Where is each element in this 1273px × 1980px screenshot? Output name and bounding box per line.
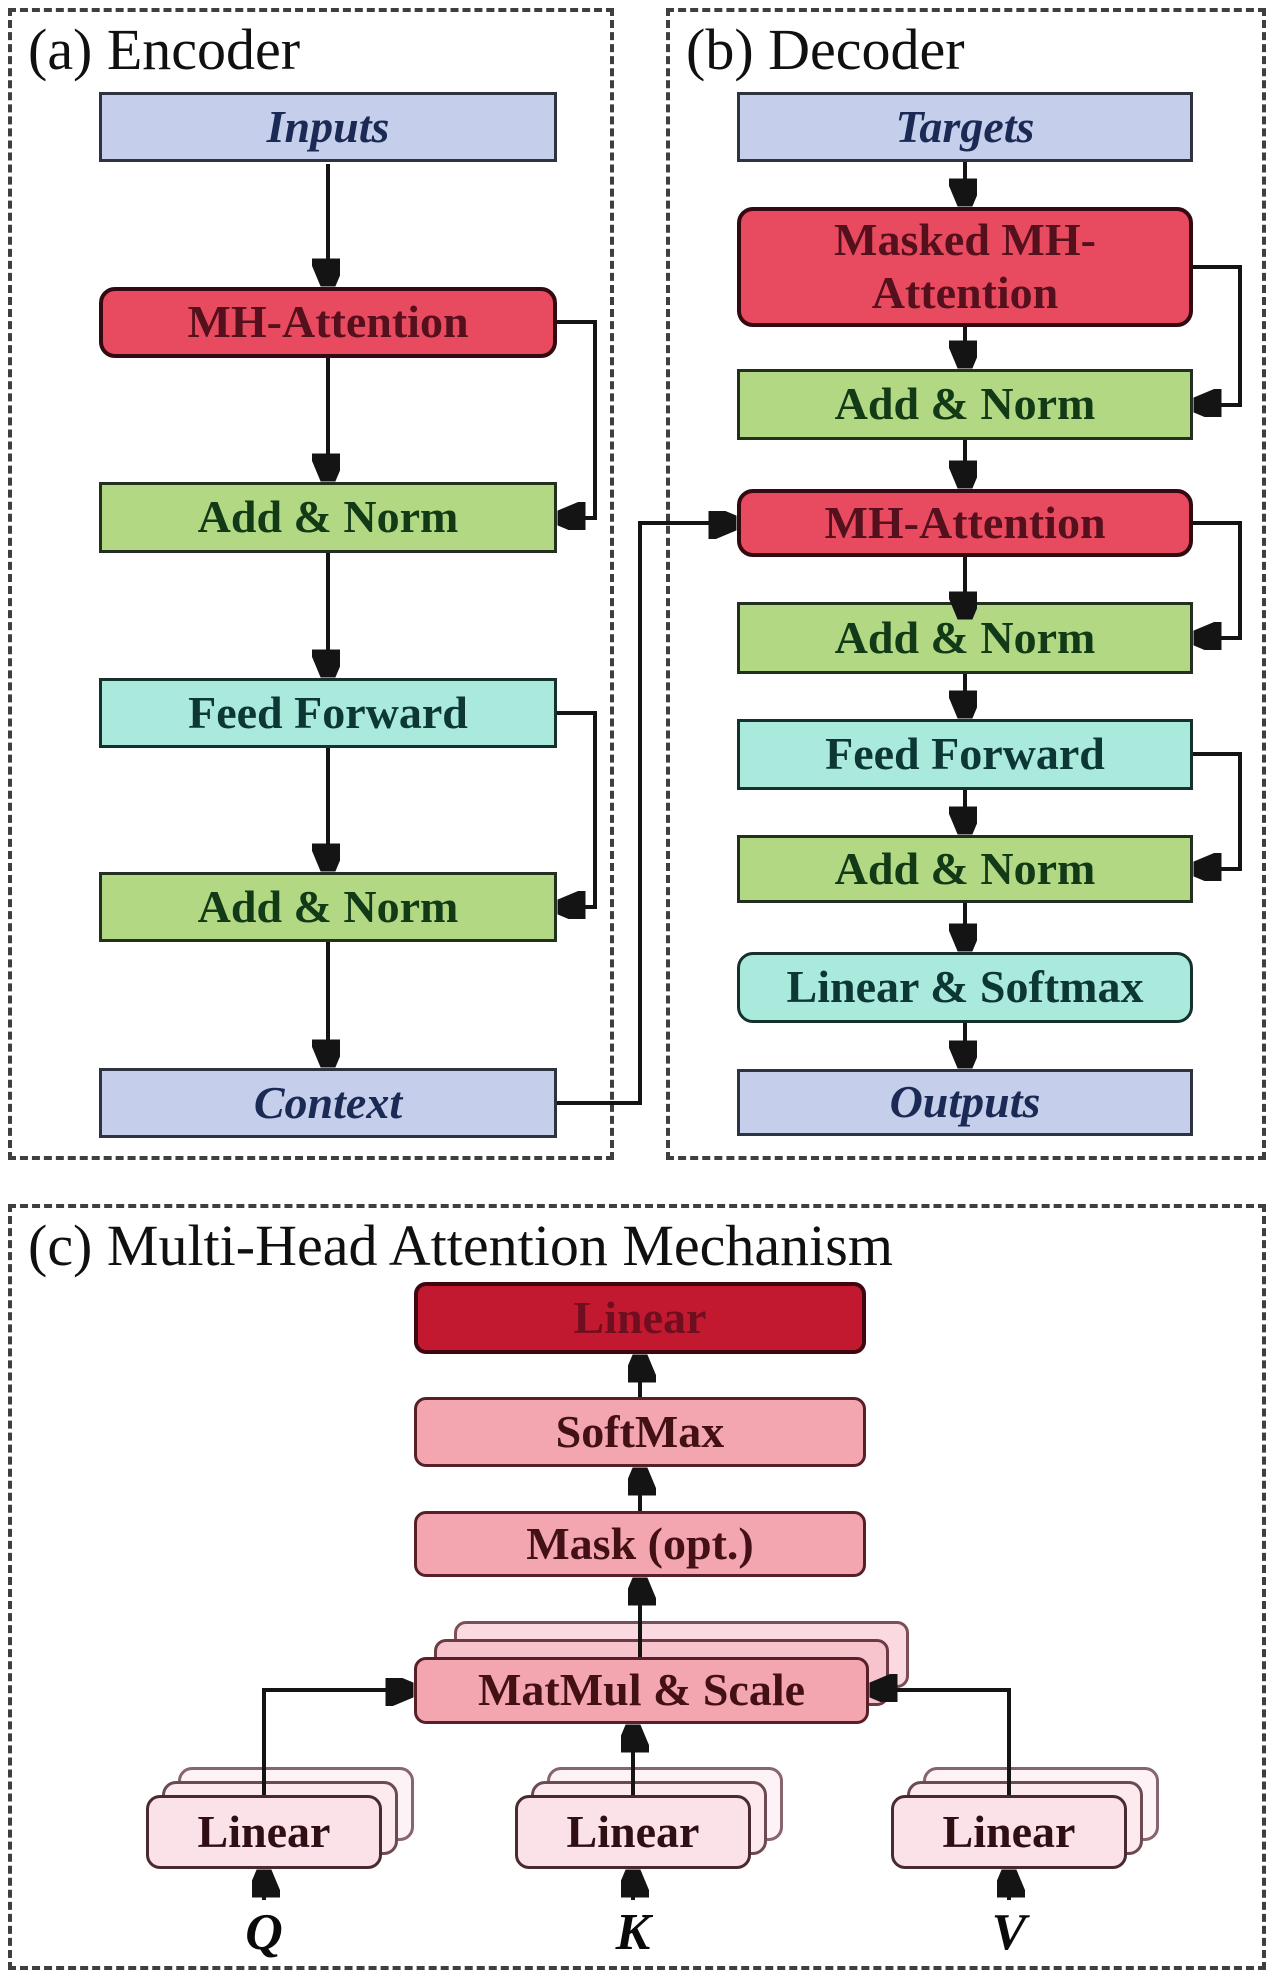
encoder-panel-border xyxy=(8,8,614,1160)
encoder-add-norm-2-box: Add & Norm xyxy=(99,872,557,942)
decoder-add-norm-2-box: Add & Norm xyxy=(737,602,1193,674)
decoder-masked-mh-attention-box: Masked MH-Attention xyxy=(737,207,1193,327)
mha-v-linear-label: Linear xyxy=(942,1805,1076,1857)
decoder-mh-attention-label: MH-Attention xyxy=(824,496,1106,548)
encoder-add-norm-1-label: Add & Norm xyxy=(197,491,459,543)
mha-panel-title: (c) Multi-Head Attention Mechanism xyxy=(28,1213,893,1278)
encoder-feed-forward-box: Feed Forward xyxy=(99,678,557,748)
mha-mask-box: Mask (opt.) xyxy=(414,1511,866,1577)
decoder-outputs-label: Outputs xyxy=(889,1076,1041,1128)
mha-softmax-box: SoftMax xyxy=(414,1397,866,1467)
encoder-add-norm-1-box: Add & Norm xyxy=(99,482,557,553)
mha-matmul-scale-box: MatMul & Scale xyxy=(414,1657,869,1724)
decoder-mh-attention-box: MH-Attention xyxy=(737,489,1193,557)
decoder-add-norm-3-label: Add & Norm xyxy=(834,842,1096,894)
mha-v-input-label: V xyxy=(991,1904,1027,1961)
mha-v-linear-box: Linear xyxy=(891,1795,1127,1869)
decoder-masked-mh-attention-label: Masked MH-Attention xyxy=(834,214,1096,318)
decoder-outputs-box: Outputs xyxy=(737,1069,1193,1136)
encoder-inputs-label: Inputs xyxy=(266,100,390,152)
mha-panel-border xyxy=(8,1204,1266,1970)
decoder-linear-softmax-label: Linear & Softmax xyxy=(786,961,1144,1013)
decoder-feed-forward-box: Feed Forward xyxy=(737,719,1193,790)
decoder-panel-title: (b) Decoder xyxy=(686,17,965,82)
mha-k-input-label: K xyxy=(615,1904,651,1961)
mha-q-input-label: Q xyxy=(245,1904,283,1961)
mha-linear-top-box: Linear xyxy=(414,1282,866,1354)
decoder-targets-box: Targets xyxy=(737,92,1193,162)
mha-k-linear-box: Linear xyxy=(515,1795,751,1869)
decoder-add-norm-3-box: Add & Norm xyxy=(737,835,1193,903)
encoder-feed-forward-label: Feed Forward xyxy=(188,686,468,738)
encoder-mh-attention-label: MH-Attention xyxy=(187,296,469,348)
mha-softmax-label: SoftMax xyxy=(555,1405,725,1457)
decoder-targets-label: Targets xyxy=(895,100,1035,152)
mha-q-linear-label: Linear xyxy=(197,1805,331,1857)
encoder-mh-attention-box: MH-Attention xyxy=(99,287,557,358)
encoder-context-box: Context xyxy=(99,1068,557,1138)
decoder-linear-softmax-box: Linear & Softmax xyxy=(737,952,1193,1023)
encoder-add-norm-2-label: Add & Norm xyxy=(197,880,459,932)
mha-mask-label: Mask (opt.) xyxy=(526,1517,754,1569)
mha-linear-top-label: Linear xyxy=(573,1291,707,1343)
encoder-panel-title: (a) Encoder xyxy=(28,17,301,82)
decoder-add-norm-1-label: Add & Norm xyxy=(834,378,1096,430)
mha-q-linear-box: Linear xyxy=(146,1795,382,1869)
mha-matmul-scale-label: MatMul & Scale xyxy=(477,1664,806,1716)
encoder-context-label: Context xyxy=(253,1076,403,1128)
decoder-feed-forward-label: Feed Forward xyxy=(825,728,1105,780)
encoder-inputs-box: Inputs xyxy=(99,92,557,162)
decoder-add-norm-1-box: Add & Norm xyxy=(737,369,1193,440)
decoder-add-norm-2-label: Add & Norm xyxy=(834,611,1096,663)
mha-k-linear-label: Linear xyxy=(566,1805,700,1857)
